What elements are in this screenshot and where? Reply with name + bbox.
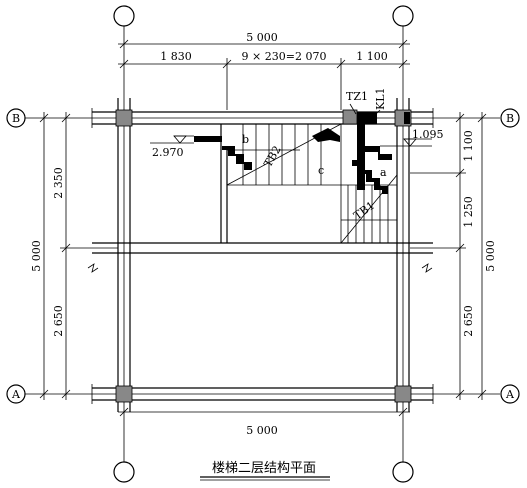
dim-right-seg3: 2 650 — [462, 305, 475, 337]
bottom-dimension: 5 000 — [118, 407, 410, 437]
dim-top-seg2: 9 × 230=2 070 — [242, 50, 327, 63]
axis-lines — [25, 26, 500, 462]
dim-top-total: 5 000 — [246, 31, 278, 44]
dim-left-upper: 2 350 — [52, 167, 65, 199]
svg-text:A: A — [505, 388, 515, 401]
elevation-right: 1.095 — [380, 128, 444, 147]
label-a: a — [380, 166, 387, 179]
axis-bubble-right-a: A — [500, 384, 520, 404]
dim-right-seg2: 1 250 — [462, 196, 475, 228]
svg-text:B: B — [506, 112, 514, 125]
elevation-right-label: 1.095 — [412, 128, 444, 141]
svg-text:楼梯二层结构平面: 楼梯二层结构平面 — [212, 461, 316, 476]
elevation-left-label: 2.970 — [152, 146, 184, 159]
axis-bubble-left-b: B — [6, 108, 26, 128]
drawing-title: 楼梯二层结构平面 — [200, 461, 330, 481]
label-tz1: TZ1 — [346, 90, 368, 103]
dim-left-total: 5 000 — [30, 240, 43, 272]
dim-top-seg1: 1 830 — [160, 50, 192, 63]
top-dimensions: 5 000 1 830 9 × 230=2 070 1 100 — [118, 31, 410, 110]
dim-bottom-total: 5 000 — [246, 424, 278, 437]
dim-right-seg1: 1 100 — [462, 130, 475, 162]
beams — [87, 98, 434, 412]
right-dimensions: 5 000 1 100 1 250 2 650 — [410, 112, 497, 400]
svg-text:A: A — [11, 388, 21, 401]
columns — [115, 109, 412, 403]
label-b: b — [242, 133, 249, 146]
label-c: c — [318, 164, 324, 177]
label-kl1: KL1 — [374, 87, 387, 110]
axis-bubble-top-left — [113, 5, 135, 27]
axis-bubble-bottom-right — [392, 461, 414, 483]
dim-right-total: 5 000 — [484, 240, 497, 272]
section-cuts — [194, 112, 410, 194]
component-labels: TZ1 KL1 TB2 TB1 b c a — [242, 87, 387, 222]
left-dimensions: 5 000 2 350 2 650 — [30, 112, 118, 400]
axis-bubble-bottom-left — [113, 461, 135, 483]
dim-top-seg3: 1 100 — [356, 50, 388, 63]
axis-bubble-right-b: B — [500, 108, 520, 128]
elevation-left: 2.970 — [150, 135, 194, 159]
axis-bubble-left-a: A — [6, 384, 26, 404]
svg-text:B: B — [12, 112, 20, 125]
dim-left-lower: 2 650 — [52, 305, 65, 337]
axis-bubble-top-right — [392, 5, 414, 27]
